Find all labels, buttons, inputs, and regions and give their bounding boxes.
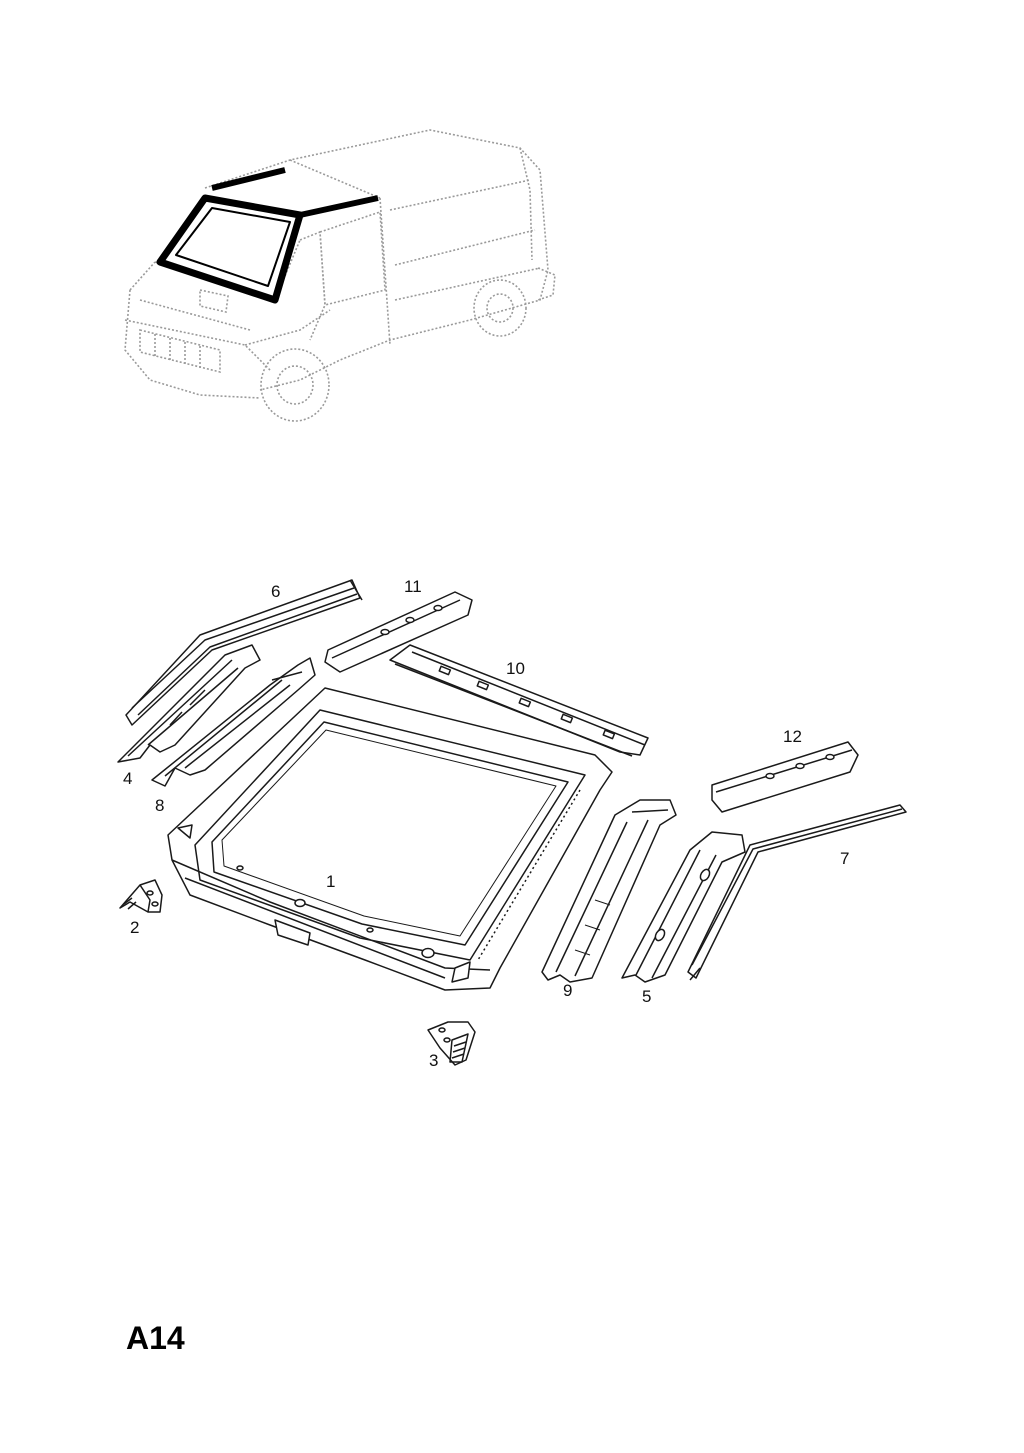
part-5-a-pillar-inner-right — [621, 831, 746, 983]
part-1-windshield-frame — [167, 687, 613, 991]
van-windshield-frame-highlight — [156, 167, 379, 304]
van-overview-illustration — [124, 129, 556, 422]
exploded-parts — [117, 579, 907, 1066]
part-6-roof-side-rail-left — [125, 579, 363, 726]
part-8-a-pillar-outer-left — [151, 657, 316, 787]
part-7-roof-side-rail-right — [687, 804, 907, 981]
callout-2: 2 — [130, 918, 140, 937]
part-10-windshield-upper-crossmember — [389, 644, 649, 757]
part-3-mounting-bracket-lower — [427, 1021, 476, 1066]
callout-3: 3 — [429, 1051, 439, 1070]
callout-12: 12 — [783, 727, 802, 746]
callout-7: 7 — [840, 849, 850, 868]
part-2-mounting-bracket-left — [119, 879, 163, 913]
page-code-label: A14 — [126, 1320, 185, 1356]
part-11-upper-header-bracket — [324, 591, 473, 673]
callout-4: 4 — [123, 769, 133, 788]
callout-5: 5 — [642, 987, 652, 1006]
part-4-a-pillar-inner-left — [117, 644, 261, 763]
part-12-upper-header-bracket-right — [711, 741, 859, 813]
callout-8: 8 — [155, 796, 165, 815]
callout-11: 11 — [404, 577, 422, 596]
part-9-a-pillar-outer-right — [541, 799, 677, 983]
callout-10: 10 — [506, 659, 525, 678]
callout-1: 1 — [326, 872, 336, 891]
callout-9: 9 — [563, 981, 573, 1000]
callout-6: 6 — [271, 582, 281, 601]
